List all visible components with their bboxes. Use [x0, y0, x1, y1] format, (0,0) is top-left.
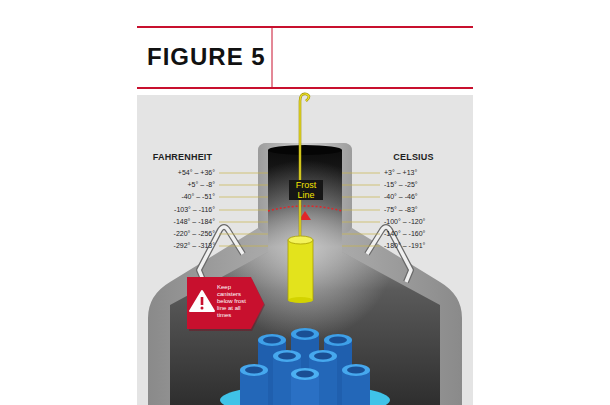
- scale-heading: CELSIUS: [366, 152, 461, 163]
- cane-rod-outline: [300, 94, 309, 240]
- fahrenheit-range: -220° – -256°: [115, 229, 215, 239]
- celsius-range: -15° – -25°: [384, 180, 469, 190]
- frost-line: [268, 206, 342, 211]
- celsius-range: -180° – -191°: [384, 241, 469, 251]
- figure-title: FIGURE 5: [147, 43, 266, 71]
- header-divider: [272, 27, 273, 88]
- header-rule: [137, 87, 473, 89]
- panel-ground: [137, 95, 473, 405]
- fahrenheit-range: +5° – -8°: [115, 180, 215, 190]
- canister-top: [288, 236, 313, 244]
- dewar-cavity: [170, 150, 440, 405]
- warning-mark: [201, 297, 204, 305]
- callout-arrow: [187, 277, 264, 329]
- celsius-range: -75° – -83°: [384, 205, 469, 215]
- canister-bottom: [288, 297, 313, 303]
- frost-line-label: Frost Line: [289, 180, 323, 200]
- fahrenheit-range: -148° – -184°: [115, 217, 215, 227]
- fahrenheit-range: -292° – -313°: [115, 241, 215, 251]
- storage-canisters: [240, 328, 370, 405]
- celsius-range: -100° – -120°: [384, 217, 469, 227]
- warning-mark: [201, 307, 204, 310]
- fahrenheit-range: -103° – -116°: [115, 205, 215, 215]
- fahrenheit-range: -40° – -51°: [115, 192, 215, 202]
- fahrenheit-range: +54° – +36°: [115, 168, 215, 178]
- celsius-range: +3° – +13°: [384, 168, 469, 178]
- celsius-range: -140° – -160°: [384, 229, 469, 239]
- warning-callout: Keep canisters below frost line at all t…: [186, 276, 266, 332]
- cane-rod: [300, 94, 309, 240]
- celsius-range: -40° – -46°: [384, 192, 469, 202]
- neck-opening: [268, 145, 342, 155]
- warning-triangle: [190, 291, 214, 311]
- cane-canister: [288, 240, 313, 300]
- header-rule: [137, 26, 473, 28]
- scale-heading: FAHRENHEIT: [135, 152, 230, 163]
- callout-text: Keep canisters below frost line at all t…: [217, 284, 253, 319]
- cavity-glow: [170, 150, 440, 405]
